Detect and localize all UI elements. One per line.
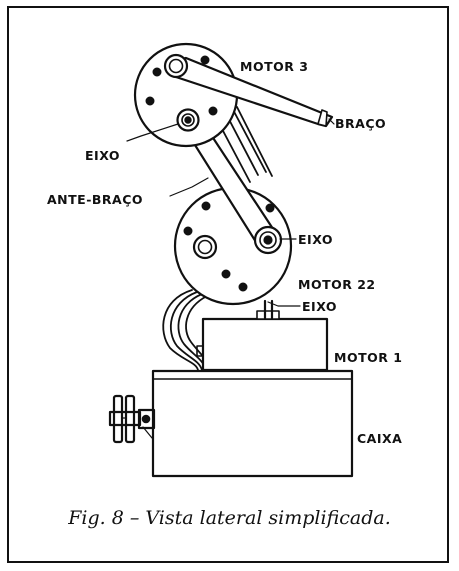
pulley	[108, 394, 156, 444]
label-motor3: MOTOR 3	[240, 59, 308, 74]
label-braco: BRAÇO	[335, 116, 386, 131]
eixo-pivot-mid	[253, 225, 283, 255]
label-eixo-low: EIXO	[302, 299, 337, 314]
label-eixo-mid: EIXO	[298, 232, 333, 247]
label-eixo-top: EIXO	[85, 148, 120, 163]
motor1-block	[196, 310, 329, 372]
motor3-shaft	[163, 53, 189, 79]
leader-lines	[126, 118, 335, 307]
eixo-pivot-top	[176, 108, 200, 132]
label-caixa: CAIXA	[357, 431, 402, 446]
figure-caption: Fig. 8 – Vista lateral simplificada.	[68, 507, 391, 529]
label-motor22: MOTOR 22	[298, 277, 376, 292]
label-motor1: MOTOR 1	[334, 350, 402, 365]
caixa-box	[151, 369, 354, 478]
label-ante-braco: ANTE-BRAÇO	[47, 192, 143, 207]
figure-border	[7, 6, 449, 563]
